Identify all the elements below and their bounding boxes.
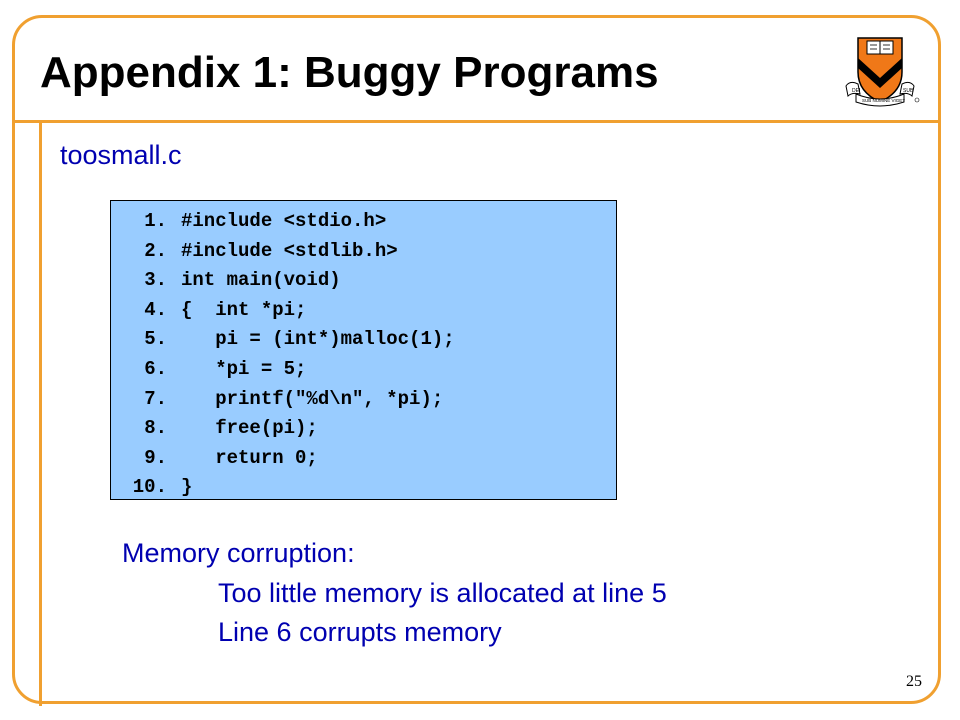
code-text: #include <stdlib.h> <box>181 239 398 262</box>
line-number: 7. <box>144 387 167 410</box>
line-number: 2. <box>144 239 167 262</box>
title-divider <box>12 120 941 123</box>
code-line: 1. #include <stdio.h> <box>111 207 616 237</box>
code-text: *pi = 5; <box>181 357 307 380</box>
side-divider <box>39 122 42 706</box>
line-number: 10. <box>132 476 167 499</box>
line-number: 5. <box>144 328 167 351</box>
explanation-line: Line 6 corrupts memory <box>218 617 502 647</box>
slide-frame <box>12 15 941 704</box>
code-listing: 1. #include <stdio.h> 2. #include <stdlib.… <box>110 200 617 500</box>
logo-motto-text: SUB NUMINE VIGET <box>862 98 905 103</box>
line-number: 3. <box>144 269 167 292</box>
source-filename: toosmall.c <box>60 140 182 170</box>
code-text: { int *pi; <box>181 298 307 321</box>
page-number: 25 <box>906 673 922 690</box>
code-line: 4. { int *pi; <box>111 296 616 326</box>
line-number: 9. <box>144 446 167 469</box>
code-line: 6. *pi = 5; <box>111 355 616 385</box>
code-text: pi = (int*)malloc(1); <box>181 328 455 351</box>
code-line: 3. int main(void) <box>111 266 616 296</box>
code-line: 8. free(pi); <box>111 414 616 444</box>
line-number: 6. <box>144 357 167 380</box>
explanation-line: Too little memory is allocated at line 5 <box>218 578 667 608</box>
logo-upper-text: DEI <box>852 88 860 94</box>
explanation-heading: Memory corruption: <box>122 538 355 568</box>
code-text: } <box>181 476 193 499</box>
code-line: 2. #include <stdlib.h> <box>111 237 616 267</box>
code-text: #include <stdio.h> <box>181 210 387 232</box>
line-number: 4. <box>144 298 167 321</box>
logo-right-text: SUB <box>903 88 914 94</box>
code-text: free(pi); <box>181 417 318 440</box>
code-line: 7. printf("%d\n", *pi); <box>111 385 616 415</box>
code-text: int main(void) <box>181 269 341 292</box>
code-line: 10.} <box>111 473 616 503</box>
code-text: printf("%d\n", *pi); <box>181 387 444 410</box>
code-line: 9. return 0; <box>111 444 616 474</box>
princeton-shield-icon: DEI SUB SUB NUMINE VIGET <box>845 37 920 107</box>
slide-title: Appendix 1: Buggy Programs <box>40 48 659 97</box>
line-number: 1. <box>144 210 167 232</box>
code-text: return 0; <box>181 446 318 469</box>
line-number: 8. <box>144 417 167 440</box>
code-line: 5. pi = (int*)malloc(1); <box>111 325 616 355</box>
